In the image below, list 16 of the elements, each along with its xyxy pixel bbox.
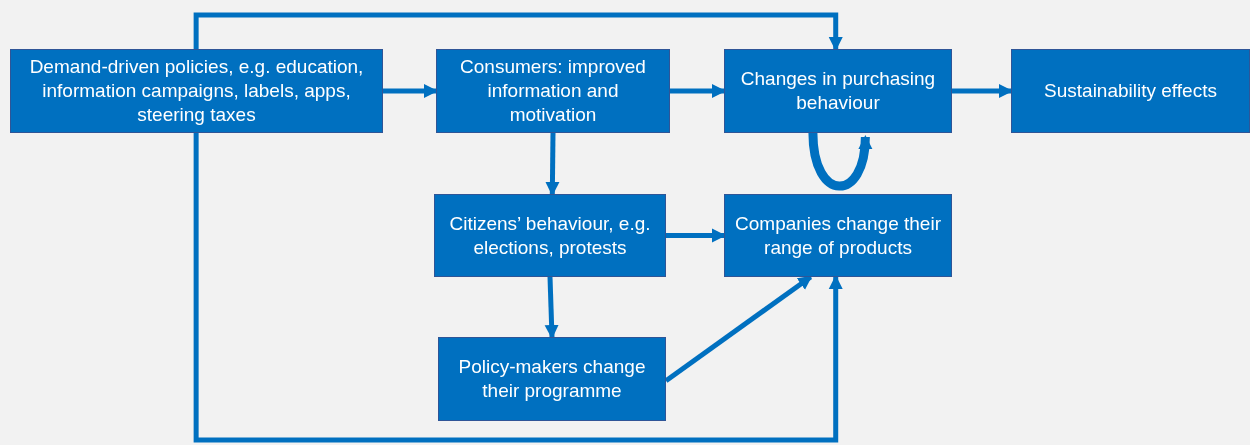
arrow: [193, 133, 843, 443]
process-box: Consumers: improved information and motivation: [436, 49, 670, 133]
arrow: [193, 12, 843, 51]
process-box: Sustainability effects: [1011, 49, 1250, 133]
process-box: Citizens’ behaviour, e.g. elections, protests: [434, 194, 666, 277]
process-box: Companies change their range of products: [724, 194, 952, 277]
arrow: [544, 276, 559, 339]
process-box: Changes in purchasing behaviour: [724, 49, 952, 133]
arrow: [808, 132, 872, 191]
process-box: Policy-makers change their programme: [438, 337, 666, 421]
arrow: [670, 84, 726, 98]
arrow: [545, 132, 560, 196]
arrow: [666, 228, 726, 243]
arrow: [952, 84, 1013, 98]
process-box: Demand-driven policies, e.g. education, information campaigns, labels, apps, steering taxes: [10, 49, 383, 133]
arrow: [383, 84, 438, 98]
